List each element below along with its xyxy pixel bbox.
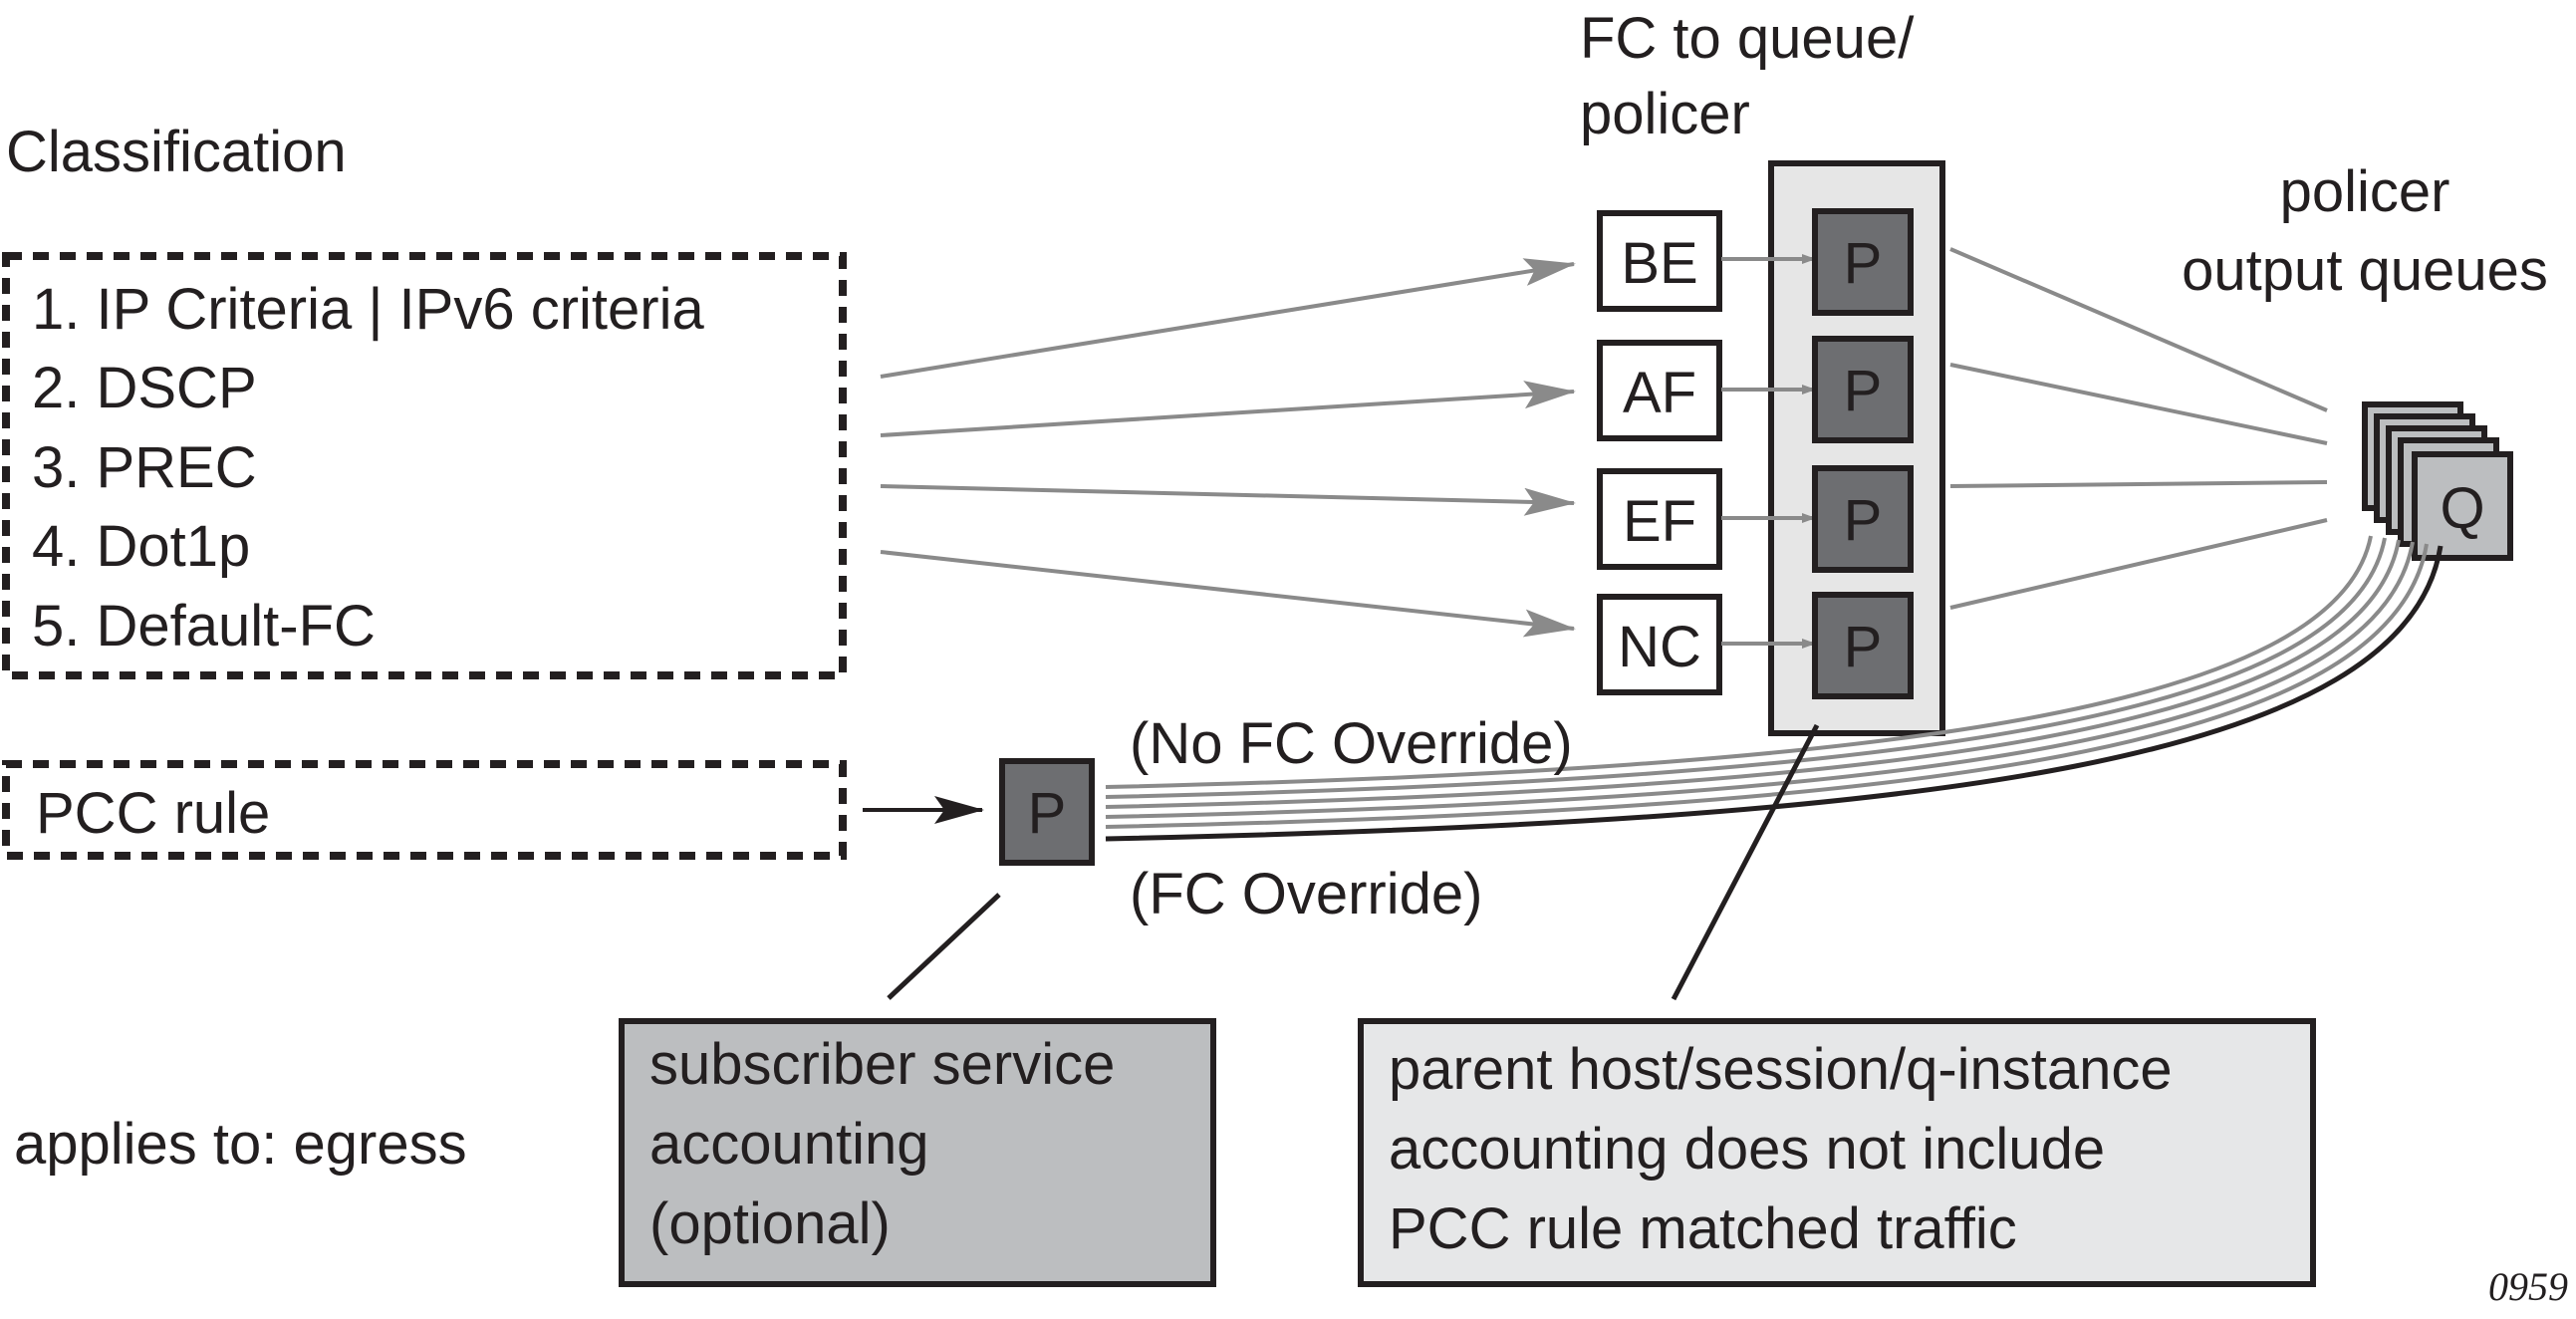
pcc-policer-letter: P xyxy=(1028,781,1067,846)
subscriber-accounting-note: subscriber service accounting (optional) xyxy=(619,1018,1216,1287)
policer-nc-letter: P xyxy=(1844,615,1883,679)
applies-to-label: applies to: egress xyxy=(14,1112,467,1177)
pcc-policer: P xyxy=(999,758,1095,866)
arrow-to-be xyxy=(880,258,1576,379)
figure-number: 0959 xyxy=(2488,1264,2568,1309)
fc-label-nc: NC xyxy=(1618,615,1701,679)
parent-note-leader xyxy=(1671,723,1820,1001)
fc-box-nc: NC xyxy=(1597,594,1722,695)
policer-af: P xyxy=(1812,336,1914,443)
classification-item-3: 3. PREC xyxy=(32,435,257,500)
classification-box xyxy=(2,252,847,679)
fc-label-af: AF xyxy=(1623,361,1696,425)
fc-label-ef: EF xyxy=(1623,489,1696,554)
policer-be: P xyxy=(1812,208,1914,316)
parent-note-line1: parent host/session/q-instance xyxy=(1389,1037,2173,1102)
classification-item-5: 5. Default-FC xyxy=(32,594,376,659)
subscriber-note-line3: (optional) xyxy=(649,1191,891,1256)
classification-item-4: 4. Dot1p xyxy=(32,514,250,579)
policer-be-letter: P xyxy=(1844,231,1883,296)
classification-title: Classification xyxy=(6,120,347,184)
fc-label-be: BE xyxy=(1621,231,1697,296)
fc-box-be: BE xyxy=(1597,210,1722,312)
parent-note-line2: accounting does not include xyxy=(1389,1117,2105,1182)
line-ef-to-queue xyxy=(1949,480,2328,488)
no-fc-override-label: (No FC Override) xyxy=(1130,711,1573,776)
fc-box-ef: EF xyxy=(1597,468,1722,570)
policer-ef-letter: P xyxy=(1844,488,1883,553)
classification-item-2: 2. DSCP xyxy=(32,356,257,420)
fc-box-af: AF xyxy=(1597,340,1722,441)
subscriber-note-leader xyxy=(887,893,1001,1000)
subscriber-note-line1: subscriber service xyxy=(649,1032,1115,1097)
classification-item-1: 1. IP Criteria | IPv6 criteria xyxy=(32,277,705,342)
policer-af-letter: P xyxy=(1844,359,1883,423)
queues-header-line2: output queues xyxy=(2182,238,2548,303)
arrow-to-nc xyxy=(880,550,1576,638)
pcc-rule-label: PCC rule xyxy=(36,781,270,846)
fc-header-line1: FC to queue/ xyxy=(1580,6,1915,71)
pcc-curve-bundle xyxy=(1105,535,2444,842)
subscriber-note-line2: accounting xyxy=(649,1112,929,1177)
parent-note-line3: PCC rule matched traffic xyxy=(1389,1196,2017,1261)
pcc-rule-box xyxy=(2,760,847,860)
fc-header-line2: policer xyxy=(1580,82,1750,146)
queues-header-line1: policer xyxy=(2280,159,2450,224)
fc-override-label: (FC Override) xyxy=(1130,862,1482,926)
line-nc-to-queue xyxy=(1949,518,2328,610)
line-af-to-queue xyxy=(1949,363,2328,445)
policer-nc: P xyxy=(1812,592,1914,699)
arrow-to-af xyxy=(880,381,1576,437)
queue-letter: Q xyxy=(2440,476,2484,541)
line-be-to-queue xyxy=(1949,247,2328,412)
queue-stack: Q xyxy=(2362,401,2513,561)
policer-ef: P xyxy=(1812,465,1914,573)
parent-accounting-note: parent host/session/q-instance accountin… xyxy=(1358,1018,2316,1287)
arrow-to-ef xyxy=(880,484,1576,516)
